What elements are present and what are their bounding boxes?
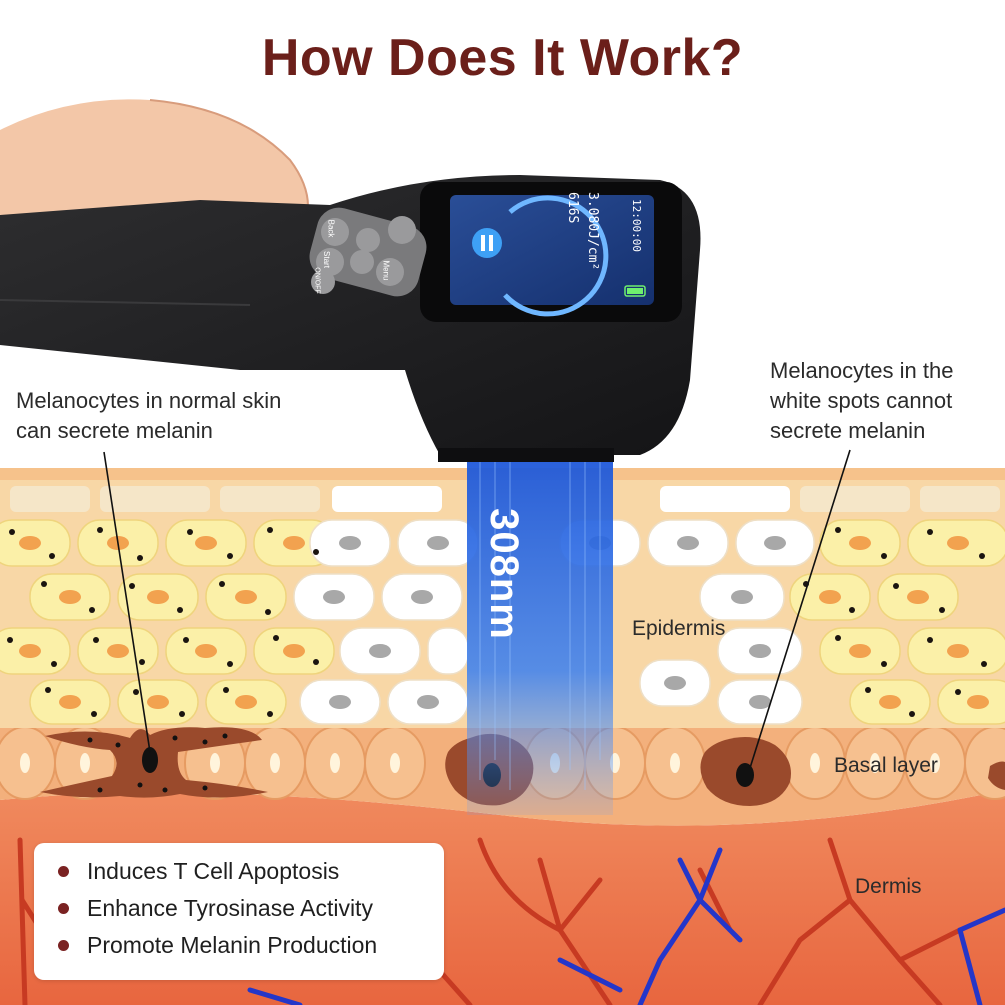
benefits-list: Induces T Cell Apoptosis Enhance Tyrosin… [34, 843, 444, 980]
callout-normal-skin: Melanocytes in normal skin can secrete m… [16, 386, 336, 446]
melanocyte-normal [40, 727, 268, 798]
benefit-text: Induces T Cell Apoptosis [87, 858, 340, 884]
menu-button [376, 258, 404, 286]
melanocyte-edge [988, 761, 1005, 790]
list-item: Induces T Cell Apoptosis [58, 853, 444, 890]
uv-beam [467, 455, 613, 815]
on-off-button-label: ON/OFF [313, 267, 321, 294]
dermis-label: Dermis [855, 875, 922, 898]
callout-white-spots: Melanocytes in the white spots cannot se… [770, 356, 1000, 446]
pause-icon [472, 228, 502, 258]
back-button [321, 218, 349, 246]
battery-icon [624, 285, 646, 297]
epidermis-label: Epidermis [632, 617, 726, 640]
start-button-label: Start [321, 251, 331, 268]
screen-time: 12:00:00 [630, 199, 643, 252]
callout-right-line3: secrete melanin [770, 418, 926, 443]
page-title: How Does It Work? [261, 29, 744, 87]
bullet-icon [58, 903, 69, 914]
power-cycle-button [388, 216, 416, 244]
back-button-label: Back [326, 219, 336, 238]
wavelength-label: 308nm [482, 508, 526, 640]
basal-layer-label: Basal layer [834, 754, 938, 777]
list-item: Enhance Tyrosinase Activity [58, 890, 444, 927]
screen-readout: 3.080J/cm² 616S [522, 192, 602, 312]
callout-pointers [103, 449, 851, 769]
on-off-button [311, 270, 335, 294]
screen-seconds: 616S [565, 192, 580, 224]
start-button [316, 248, 344, 276]
control-pad [309, 207, 427, 297]
menu-button-label: Menu [381, 260, 391, 281]
minus-button [356, 228, 380, 252]
callout-left-line1: Melanocytes in normal skin [16, 388, 282, 413]
melanin-granules [7, 527, 987, 717]
benefit-text: Enhance Tyrosinase Activity [87, 895, 373, 921]
callout-left-line2: can secrete melanin [16, 418, 213, 443]
bullet-icon [58, 866, 69, 877]
benefit-text: Promote Melanin Production [87, 932, 378, 958]
bullet-icon [58, 940, 69, 951]
callout-right-line1: Melanocytes in the [770, 358, 954, 383]
callout-right-line2: white spots cannot [770, 388, 953, 413]
blood-vessels [17, 837, 1005, 1005]
phototherapy-device [0, 175, 701, 462]
screen-dose: 3.080J/cm² [585, 192, 600, 271]
list-item: Promote Melanin Production [58, 927, 444, 964]
plus-button [350, 250, 374, 274]
melanocyte-inactive-right [700, 736, 791, 806]
